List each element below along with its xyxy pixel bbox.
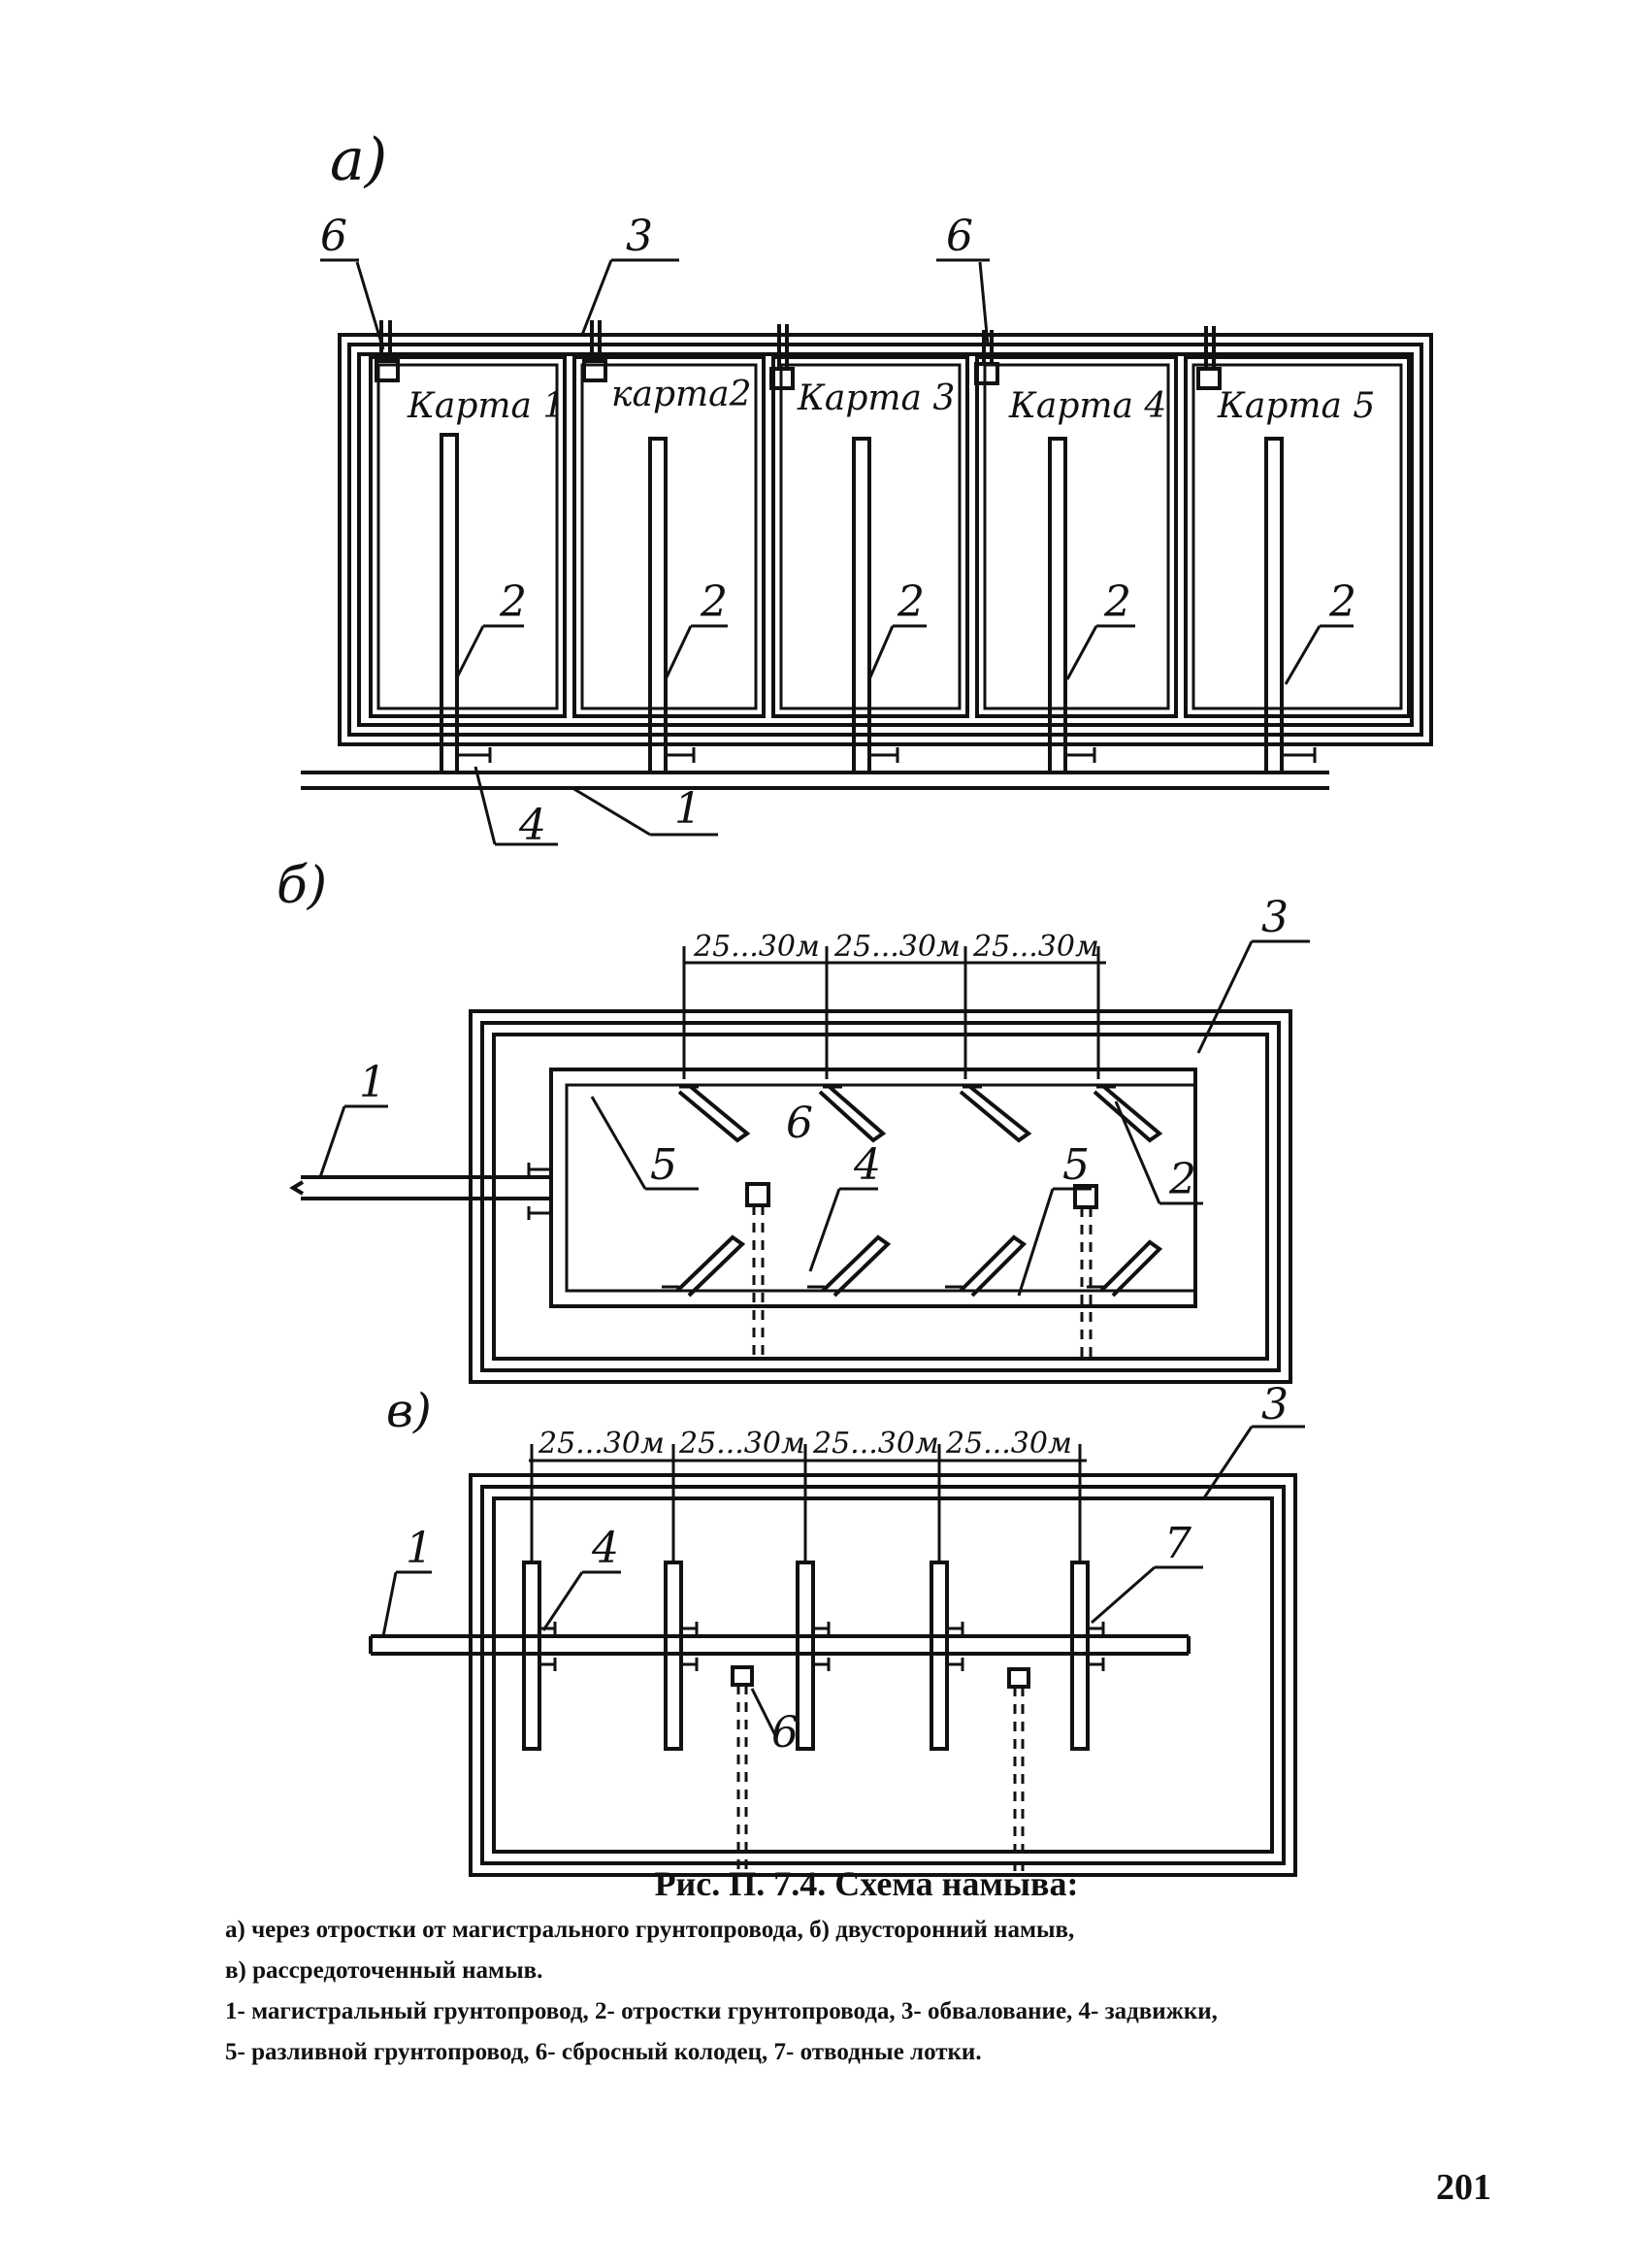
callout-b-1: 1	[359, 1058, 386, 1107]
caption-title: Рис. П. 7.4. Схема намыва:	[654, 1864, 1079, 1903]
figure-caption: Рис. П. 7.4. Схема намыва: а) через отро…	[225, 1863, 1508, 2073]
panel-b-drain-wells	[745, 1182, 1098, 1359]
callout-b-2: 2	[1168, 1155, 1196, 1204]
panel-a-valves	[457, 747, 1317, 763]
panel-c-spacing-2: 25...30м	[678, 1427, 805, 1461]
callout-b-5-right: 5	[1062, 1140, 1090, 1190]
panel-c-drain-wells	[731, 1665, 1030, 1875]
callout-a-2-2: 2	[700, 577, 728, 627]
panel-c-spacing-4: 25...30м	[945, 1427, 1072, 1461]
panel-b-main-pipe	[289, 1175, 551, 1200]
page-number: 201	[1436, 2167, 1491, 2208]
callout-a-2-3: 2	[897, 577, 925, 627]
panel-b-spacing-3: 25...30м	[972, 930, 1099, 964]
panel-a-label: а)	[330, 126, 387, 194]
callout-c-7: 7	[1164, 1519, 1191, 1568]
callout-a-4: 4	[518, 801, 546, 850]
caption-line-2: в) рассредоточенный намыв.	[225, 1957, 543, 1984]
callout-a-2-5: 2	[1328, 577, 1356, 627]
callout-b-4: 4	[853, 1140, 881, 1190]
card-5-label: Карта 5	[1217, 386, 1375, 426]
callout-a-3: 3	[626, 212, 653, 261]
panel-b-label: б)	[277, 857, 327, 915]
caption-line-4: 5- разливной грунтопровод, 6- сбросный к…	[225, 2039, 982, 2065]
card-3-label: Карта 3	[797, 378, 955, 418]
callout-b-6: 6	[786, 1099, 813, 1148]
panel-c-main-pipe	[369, 1634, 1191, 1656]
panel-b-main-valves	[527, 1163, 551, 1220]
panel-c-embankment	[469, 1473, 1297, 1877]
callout-b-3: 3	[1261, 893, 1289, 942]
panel-b-bottom-branches	[662, 1234, 1163, 1298]
callout-a-6-mid: 6	[946, 212, 973, 261]
panel-b-spacing-2: 25...30м	[833, 930, 961, 964]
callout-a-2-4: 2	[1103, 577, 1131, 627]
panel-c-label: в)	[386, 1384, 432, 1438]
panel-a-leaders	[320, 258, 1354, 846]
panel-a-drain-wells	[375, 320, 1222, 390]
panel-c-leaders	[381, 1425, 1305, 1738]
callout-b-5-left: 5	[650, 1140, 677, 1190]
callout-c-1: 1	[406, 1524, 433, 1573]
panel-c-spacing-3: 25...30м	[812, 1427, 939, 1461]
panel-b-top-branches	[677, 1085, 1163, 1143]
card-4-label: Карта 4	[1008, 386, 1166, 426]
caption-line-3: 1- магистральный грунтопровод, 2- отрост…	[225, 1998, 1218, 2024]
panel-b-spacing-1: 25...30м	[693, 930, 820, 964]
card-1-label: Карта 1	[407, 386, 565, 426]
panel-a-branch-pipes	[440, 433, 1284, 774]
panel-b-leaders	[318, 939, 1310, 1297]
callout-c-6: 6	[771, 1708, 799, 1758]
callout-a-2-1: 2	[499, 577, 527, 627]
panel-a-embankment	[338, 333, 1433, 746]
panel-b-distribution-pipe	[549, 1068, 1197, 1308]
panel-b-embankment	[469, 1009, 1292, 1384]
panel-a-main-pipe	[301, 771, 1329, 790]
panel-c-spacing-1: 25...30м	[538, 1427, 665, 1461]
panel-c-valves	[539, 1622, 1105, 1671]
panel-b-dimension-line	[682, 946, 1106, 1079]
callout-c-4: 4	[591, 1524, 619, 1573]
card-2-label: карта2	[611, 375, 752, 414]
callout-a-1: 1	[674, 784, 702, 834]
caption-line-1: а) через отростки от магистрального грун…	[225, 1917, 1075, 1943]
callout-a-6-left: 6	[320, 212, 347, 261]
callout-c-3: 3	[1261, 1380, 1289, 1430]
panel-c-dimension-line	[529, 1444, 1087, 1564]
